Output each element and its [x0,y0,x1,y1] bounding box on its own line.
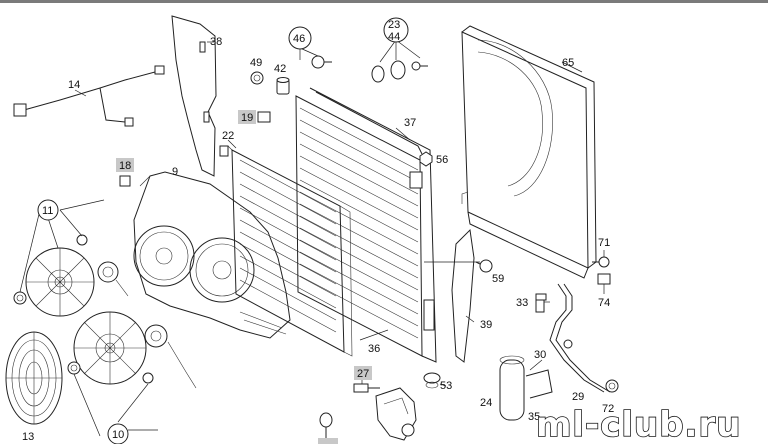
fan-cowl-65 [461,25,597,279]
small-parts-top [250,71,290,123]
callout-39: 39 [480,319,492,331]
callout-38: 38 [210,36,222,48]
watermark: ml-club.ru [536,405,741,444]
callout-10: 10 [112,429,124,441]
callout-74: 74 [598,297,610,309]
fan-shroud-9 [133,171,291,339]
callout-49: 49 [250,57,262,69]
callout-27: 27 [357,368,369,380]
callout-24: 24 [480,397,492,409]
callout-22: 22 [222,130,234,142]
callout-19-box [238,110,256,124]
top-border [0,0,768,3]
callout-29: 29 [572,391,584,403]
callout-46: 46 [293,33,305,45]
receiver-dryer-24 [499,355,553,421]
washer-lower [318,412,338,444]
callout-33: 33 [516,297,528,309]
radiator [295,87,437,363]
callout-18: 18 [119,160,131,172]
nut-56 [419,151,433,167]
fan-lower [67,311,197,437]
fan-grille-13 [5,331,63,425]
callout-27-box [354,366,372,380]
callout-42: 42 [274,63,286,75]
callout-71: 71 [598,237,610,249]
wiring-harness [13,65,165,127]
refrigerant-line [535,283,611,393]
callout-10-circle [107,423,129,444]
fan-upper-left [13,199,129,317]
callout-18-box [116,158,134,172]
bracket-38 [171,15,217,177]
callout-35: 35 [528,411,540,423]
callout-30: 30 [534,349,546,361]
bracket-39 [424,228,493,363]
callout-23: 23 [388,19,400,31]
callout-9: 9 [172,166,178,178]
bolt-27 [353,380,380,393]
callout-23-44-circle [383,17,409,43]
callout-46-circle [288,26,312,50]
callout-44: 44 [388,31,400,43]
fasteners-top [299,39,428,83]
callout-65: 65 [562,57,574,69]
callout-56: 56 [436,154,448,166]
callout-11-circle [37,199,59,221]
callout-13: 13 [22,431,34,443]
bolt-33 [535,293,547,301]
callout-36: 36 [368,343,380,355]
parts-71-74 [592,250,611,294]
callout-72: 72 [602,403,614,415]
part-72 [605,379,619,393]
callout-14: 14 [68,79,80,91]
condenser [219,139,353,357]
callout-11: 11 [42,205,53,217]
callout-labels: 9 11 10 13 14 18 19 22 23 44 24 [22,17,614,444]
callout-53: 53 [440,380,452,392]
callout-19: 19 [241,112,253,124]
bracket-lower [375,372,447,441]
callout-59: 59 [492,273,504,285]
callout-37: 37 [404,117,416,129]
